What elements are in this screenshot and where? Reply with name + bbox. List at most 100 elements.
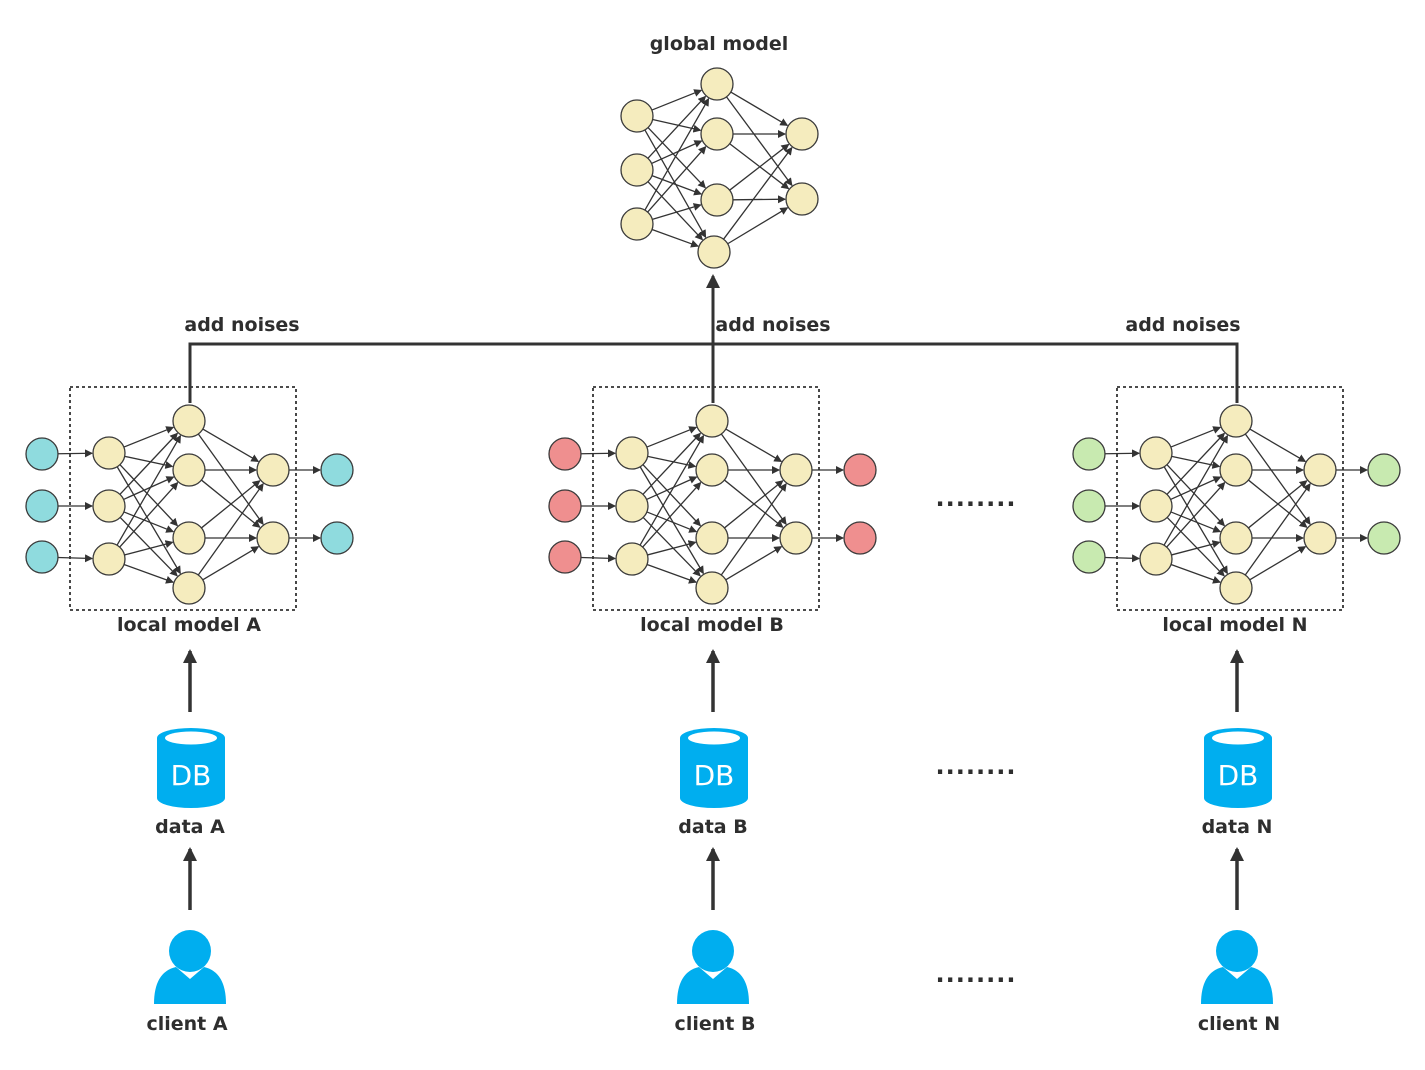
hidden-edge	[1171, 455, 1221, 469]
database-icon: DB	[157, 728, 225, 808]
hidden-neuron	[1219, 571, 1253, 605]
global-neuron	[700, 117, 734, 151]
hidden-neuron	[92, 542, 126, 576]
hidden-edge	[1249, 546, 1307, 581]
hidden-edge	[123, 511, 175, 533]
user-icon	[1201, 930, 1273, 1004]
global-neuron	[620, 207, 654, 241]
output-node	[320, 453, 354, 487]
hidden-edge	[646, 476, 698, 501]
hidden-edge	[1166, 481, 1226, 548]
global-neuron	[700, 67, 734, 101]
output-node	[1367, 453, 1401, 487]
hidden-neuron	[695, 521, 729, 555]
global-neuron	[700, 183, 734, 217]
hidden-edge	[202, 428, 260, 462]
client-label-a: client A	[146, 1013, 228, 1035]
database-label: DB	[171, 759, 212, 792]
hidden-neuron	[92, 489, 126, 523]
hidden-edge	[116, 434, 182, 546]
add-noises-label-b: add noises	[715, 314, 831, 336]
hidden-edge	[116, 466, 181, 575]
hidden-neuron	[1303, 521, 1337, 555]
client-label-n: client N	[1197, 1013, 1281, 1035]
hidden-edge	[1166, 464, 1226, 527]
ellipsis-models: ........	[935, 484, 1017, 512]
global-edge	[644, 129, 707, 239]
hidden-edge	[1170, 426, 1222, 448]
database-top	[1212, 731, 1264, 745]
local-model-box	[1116, 386, 1344, 611]
hidden-neuron	[1219, 404, 1253, 438]
hidden-edge	[646, 426, 698, 448]
global-edge	[727, 207, 789, 245]
hidden-neuron	[1219, 453, 1253, 487]
global-edge	[652, 118, 702, 133]
hidden-neuron	[1303, 453, 1337, 487]
hidden-edge	[647, 455, 697, 469]
hidden-edge	[1249, 428, 1307, 462]
input-node	[548, 540, 582, 574]
hidden-neuron	[695, 571, 729, 605]
global-edge	[647, 181, 704, 241]
local-model-box	[592, 386, 820, 611]
user-head	[692, 930, 734, 972]
hidden-neuron	[695, 453, 729, 487]
hidden-edge	[1244, 433, 1311, 526]
hidden-edge	[202, 546, 260, 581]
local-model-label-a: local model A	[117, 614, 261, 636]
client-column-a: DB	[25, 386, 354, 1004]
hidden-neuron	[172, 453, 206, 487]
hidden-edge	[1163, 466, 1228, 575]
hidden-edge	[725, 428, 783, 462]
hidden-edge	[646, 511, 698, 533]
input-node	[25, 489, 59, 523]
input-node	[548, 437, 582, 471]
aggregation-connector	[188, 274, 1239, 403]
hidden-edge	[119, 516, 178, 577]
global-neuron	[785, 182, 819, 216]
input-edge	[1104, 449, 1141, 458]
hidden-edge	[1166, 516, 1225, 577]
add-noises-label-a: add noises	[184, 314, 300, 336]
add-noises-label-n: add noises	[1125, 314, 1241, 336]
database-top	[165, 731, 217, 745]
hidden-neuron	[615, 542, 649, 576]
data-label-a: data A	[155, 816, 225, 838]
client-column-n: DB	[1072, 386, 1401, 1004]
database-icon: DB	[1204, 728, 1272, 808]
hidden-edge	[1248, 480, 1308, 529]
output-node	[843, 453, 877, 487]
hidden-neuron	[695, 404, 729, 438]
global-model-network	[620, 67, 819, 269]
user-head	[169, 930, 211, 972]
global-model-label: global model	[649, 33, 789, 55]
hidden-edge	[1170, 563, 1221, 584]
global-neuron	[620, 99, 654, 133]
hidden-edge	[642, 481, 702, 548]
hidden-edge	[119, 432, 179, 495]
local-model-label-b: local model B	[640, 614, 784, 636]
input-edge	[57, 554, 94, 563]
global-edge	[647, 145, 707, 213]
global-edge	[647, 95, 707, 159]
ellipsis-clients: ........	[935, 960, 1017, 988]
hidden-edge	[123, 476, 175, 501]
input-edge	[57, 449, 94, 458]
ellipsis-data: ........	[935, 752, 1017, 780]
hidden-edge	[1170, 511, 1222, 533]
database-body	[680, 728, 748, 808]
hidden-edge	[1171, 540, 1221, 556]
data-label-b: data B	[678, 816, 748, 838]
output-node	[1367, 521, 1401, 555]
hidden-neuron	[172, 571, 206, 605]
hidden-edge	[642, 464, 702, 527]
hidden-neuron	[779, 521, 813, 555]
data-label-n: data N	[1201, 816, 1273, 838]
global-edge	[729, 143, 790, 191]
hidden-edge	[119, 464, 179, 527]
hidden-edge	[646, 563, 697, 584]
hidden-edge	[197, 433, 264, 526]
